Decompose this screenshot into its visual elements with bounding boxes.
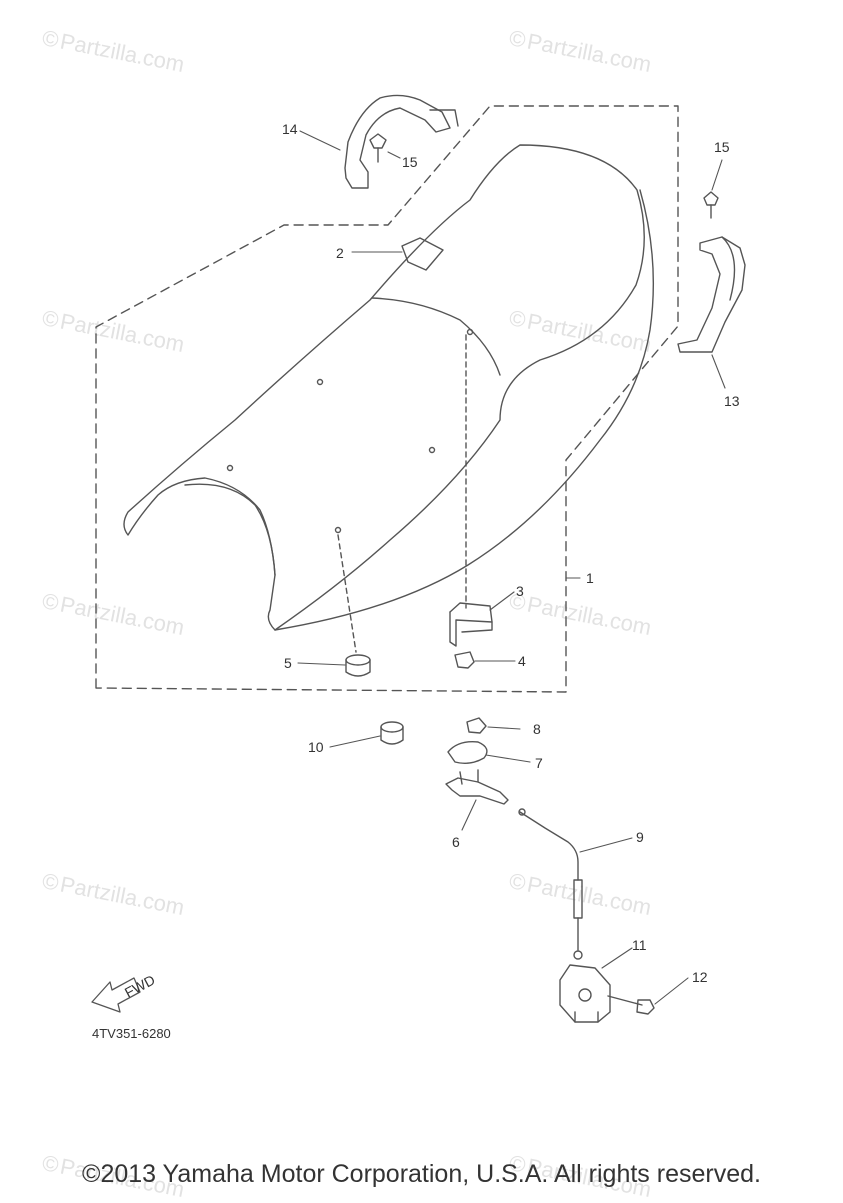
part-7-plate [447, 741, 488, 765]
callout-5: 5 [284, 655, 292, 671]
assembly-boundary [95, 105, 679, 693]
fwd-arrow-icon [91, 977, 141, 1013]
copyright-footer: ©2013 Yamaha Motor Corporation, U.S.A. A… [82, 1160, 761, 1188]
callout-14: 14 [282, 121, 298, 137]
callout-12: 12 [692, 969, 708, 985]
part-5-damper [337, 534, 371, 677]
callout-3: 3 [516, 583, 524, 599]
part-8-nut [466, 717, 487, 734]
callout-9: 9 [636, 829, 644, 845]
part-4-nut [454, 651, 475, 669]
part-10-grommet [380, 721, 404, 745]
callout-4: 4 [518, 653, 526, 669]
leader-lines [297, 130, 726, 1005]
callout-13: 13 [724, 393, 740, 409]
callout-2: 2 [336, 245, 344, 261]
part-6-lock-bracket [445, 769, 509, 805]
part-15-bolt-rear [703, 191, 719, 219]
callout-10: 10 [308, 739, 324, 755]
part-3-bracket [449, 334, 493, 647]
part-12-bolt [607, 995, 655, 1015]
callout-1: 1 [586, 570, 594, 586]
part-14-grab-bar [344, 94, 459, 189]
callout-15: 15 [714, 139, 730, 155]
callout-7: 7 [535, 755, 543, 771]
callout-6: 6 [452, 834, 460, 850]
part-15-bolt-front [369, 133, 387, 163]
seat-drawing [123, 144, 655, 631]
part-13-grab-bar [677, 236, 746, 353]
diagram-code: 4TV351-6280 [92, 1026, 171, 1041]
callout-15: 15 [402, 154, 418, 170]
callout-8: 8 [533, 721, 541, 737]
part-11-seat-lock [559, 964, 611, 1023]
part-9-cable [518, 808, 583, 960]
part-2-label-tab [401, 237, 444, 271]
fwd-label: FWD [122, 972, 158, 1001]
callout-11: 11 [632, 937, 647, 953]
